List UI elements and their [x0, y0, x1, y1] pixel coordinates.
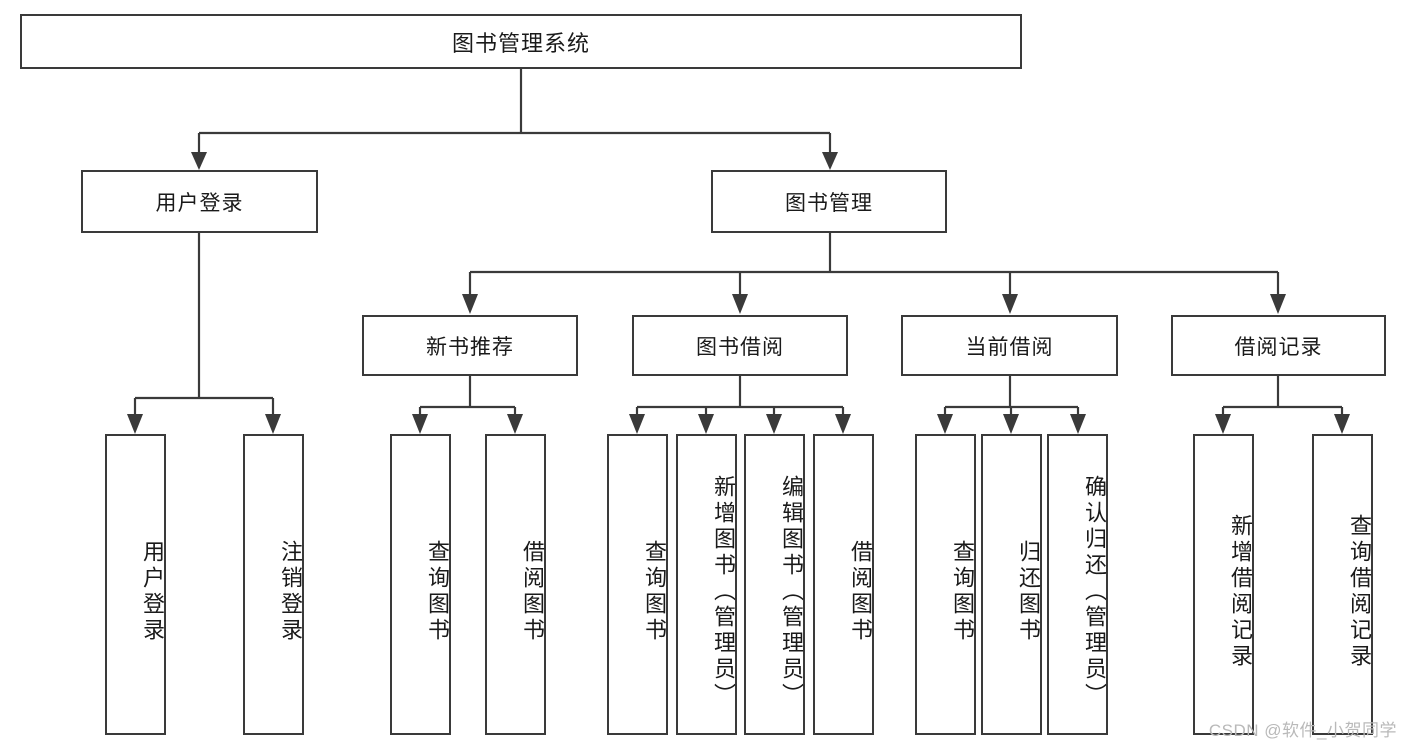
node-book-borrow[interactable]: 图书借阅	[632, 315, 848, 376]
node-label: 注销登录	[278, 539, 303, 644]
arrowhead-current-borrow-leaf3	[1070, 414, 1086, 434]
node-label: 查询图书	[950, 539, 975, 644]
arrowhead-book-borrow-leaf2	[698, 414, 714, 434]
leaf-query-book-current[interactable]: 查询图书	[915, 434, 976, 735]
arrowhead-current-borrow-leaf2	[1003, 414, 1019, 434]
arrowhead-borrow-record-leaf2	[1334, 414, 1350, 434]
arrowhead-current-borrow-leaf1	[937, 414, 953, 434]
node-label: 查询借阅记录	[1347, 513, 1372, 670]
leaf-confirm-return-admin[interactable]: 确认归还（管理员）	[1047, 434, 1108, 735]
node-label: 图书管理	[785, 191, 873, 215]
arrowhead-book-borrow	[732, 294, 748, 314]
arrowhead-borrow-record-leaf1	[1215, 414, 1231, 434]
arrowhead-book-manage	[822, 152, 838, 170]
node-current-borrow[interactable]: 当前借阅	[901, 315, 1118, 376]
leaf-return-book[interactable]: 归还图书	[981, 434, 1042, 735]
leaf-logout[interactable]: 注销登录	[243, 434, 304, 735]
node-label: 查询图书	[642, 539, 667, 644]
arrowhead-current-borrow	[1002, 294, 1018, 314]
node-new-book-recommend[interactable]: 新书推荐	[362, 315, 578, 376]
leaf-query-book-borrow[interactable]: 查询图书	[607, 434, 668, 735]
node-book-management-system[interactable]: 图书管理系统	[20, 14, 1022, 69]
leaf-edit-book-admin[interactable]: 编辑图书（管理员）	[744, 434, 805, 735]
node-label: 新增借阅记录	[1228, 513, 1253, 670]
leaf-add-book-admin[interactable]: 新增图书（管理员）	[676, 434, 737, 735]
leaf-add-borrow-record[interactable]: 新增借阅记录	[1193, 434, 1254, 735]
csdn-watermark: CSDN @软件_小贺同学	[1208, 721, 1397, 740]
arrowhead-book-borrow-leaf4	[835, 414, 851, 434]
arrowhead-book-borrow-leaf1	[629, 414, 645, 434]
leaf-borrow-book[interactable]: 借阅图书	[813, 434, 874, 735]
arrowhead-user-login-leaf2	[265, 414, 281, 434]
node-label: 归还图书	[1016, 539, 1041, 644]
leaf-query-borrow-record[interactable]: 查询借阅记录	[1312, 434, 1373, 735]
arrowhead-new-book	[462, 294, 478, 314]
node-label: 编辑图书（管理员）	[779, 474, 804, 709]
node-label: 图书借阅	[696, 335, 784, 359]
node-label: 借阅图书	[520, 539, 545, 644]
arrowhead-new-book-leaf1	[412, 414, 428, 434]
leaf-user-login[interactable]: 用户登录	[105, 434, 166, 735]
node-label: 确认归还（管理员）	[1082, 474, 1107, 709]
arrowhead-user-login	[191, 152, 207, 170]
node-label: 用户登录	[155, 191, 244, 215]
node-label: 借阅记录	[1234, 335, 1323, 359]
node-label: 当前借阅	[965, 335, 1054, 359]
node-label: 新增图书（管理员）	[711, 474, 736, 709]
arrowhead-new-book-leaf2	[507, 414, 523, 434]
arrowhead-user-login-leaf1	[127, 414, 143, 434]
node-label: 图书管理系统	[451, 30, 590, 56]
leaf-query-book-recommend[interactable]: 查询图书	[390, 434, 451, 735]
arrowhead-borrow-record	[1270, 294, 1286, 314]
node-label: 查询图书	[425, 539, 450, 644]
leaf-borrow-book-recommend[interactable]: 借阅图书	[485, 434, 546, 735]
node-label: 借阅图书	[848, 539, 873, 644]
node-user-login[interactable]: 用户登录	[81, 170, 318, 233]
node-borrow-record[interactable]: 借阅记录	[1171, 315, 1386, 376]
node-label: 新书推荐	[426, 335, 514, 359]
node-book-management[interactable]: 图书管理	[711, 170, 947, 233]
arrowhead-book-borrow-leaf3	[766, 414, 782, 434]
node-label: 用户登录	[140, 539, 165, 644]
